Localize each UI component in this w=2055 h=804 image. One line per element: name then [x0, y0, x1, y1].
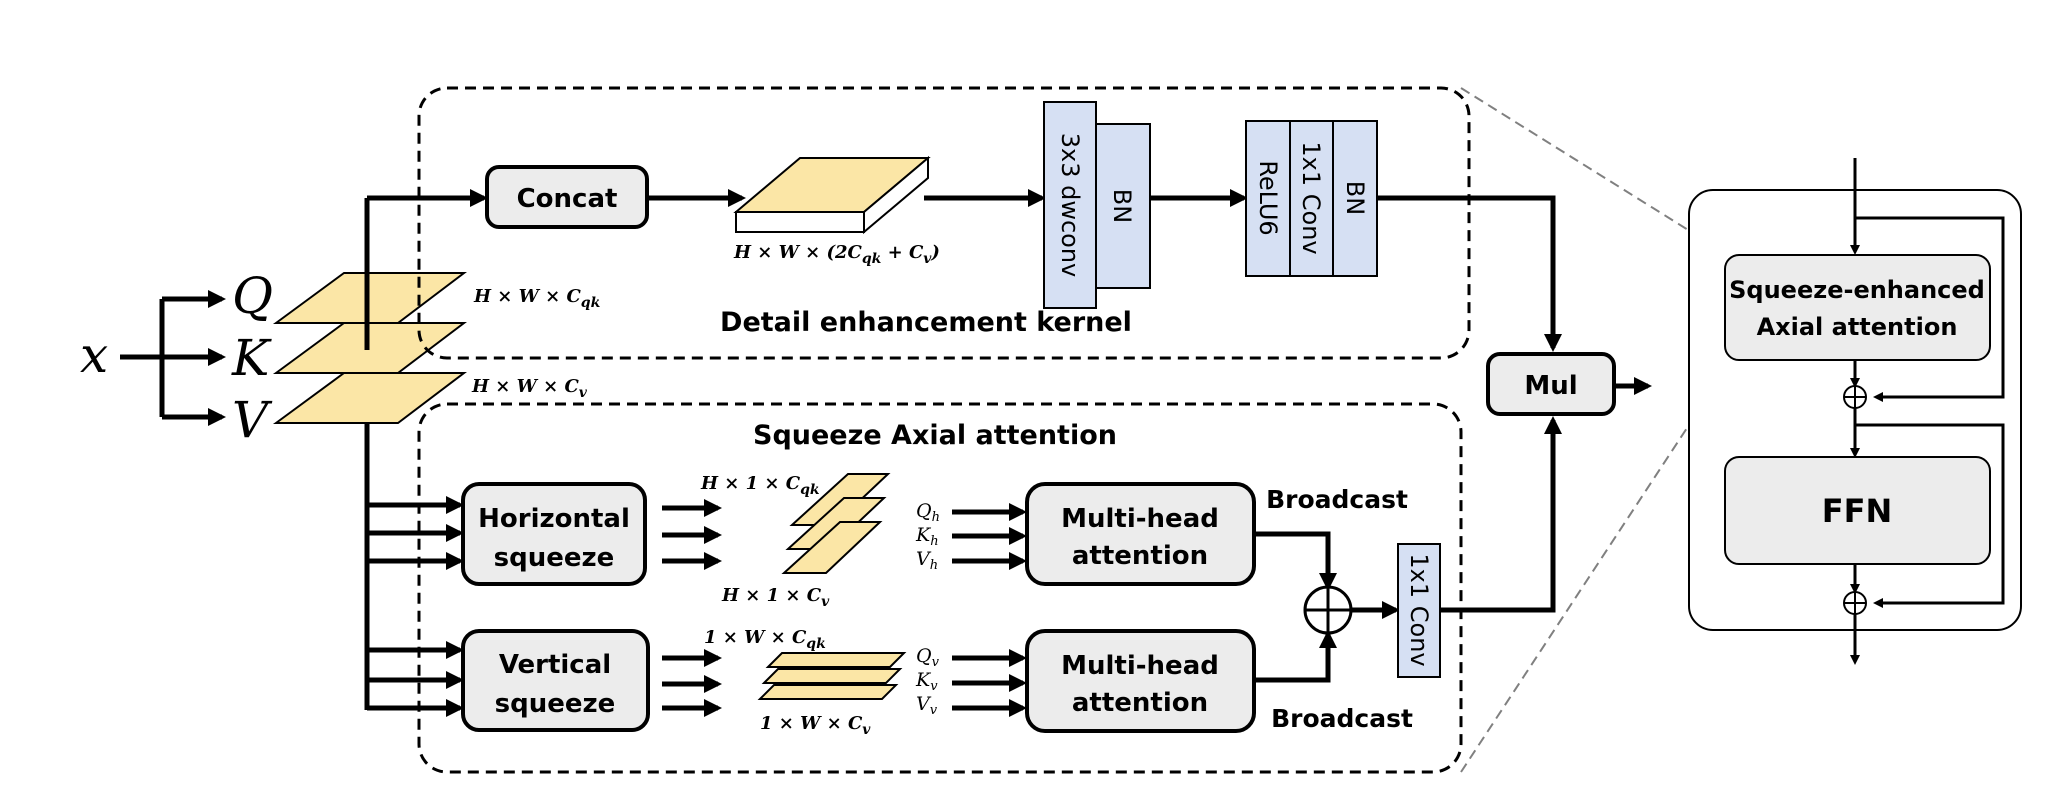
svg-text:Vh: Vh — [916, 548, 938, 573]
dim-v-v: 1 × W × Cv — [760, 713, 871, 738]
svg-text:H × W × (2Cqk + Cv): H × W × (2Cqk + Cv) — [733, 242, 940, 267]
dim-h-qk: H × 1 × Cqk — [700, 473, 820, 498]
conv1x1-label: 1x1 Conv — [1297, 141, 1325, 254]
relu6-label: ReLU6 — [1254, 160, 1282, 235]
dim-h-v: H × 1 × Cv — [721, 585, 830, 610]
v-plate-q — [765, 652, 907, 668]
broadcast-top-label: Broadcast — [1266, 485, 1408, 514]
q-plate — [272, 272, 467, 324]
residual-2-path — [1855, 423, 2005, 608]
vertical-squeeze-label-2: squeeze — [495, 689, 616, 719]
mha-vertical-label-2: attention — [1072, 688, 1208, 718]
ffn-label: FFN — [1822, 492, 1893, 530]
svg-text:H × W × Cv: H × W × Cv — [471, 376, 588, 401]
arrow-detail-to-mul — [1377, 195, 1562, 352]
k-label: K — [231, 329, 272, 387]
sea-block-label-2: Axial attention — [1757, 313, 1958, 341]
k-plate — [272, 322, 467, 374]
concat-label: Concat — [517, 184, 618, 214]
zoom-line-bottom — [1460, 357, 1734, 773]
bn1-box — [1093, 123, 1151, 289]
detail-kernel-title: Detail enhancement kernel — [720, 307, 1132, 338]
add-operator-icon — [1303, 585, 1353, 635]
svg-text:Vv: Vv — [916, 693, 938, 718]
mha-horizontal-label-2: attention — [1072, 541, 1208, 571]
residual-1-path — [1855, 216, 2005, 402]
q-label: Q — [232, 267, 273, 325]
v-label: V — [232, 391, 273, 449]
svg-text:1 × W × Cv: 1 × W × Cv — [760, 713, 871, 738]
axial-conv1x1-label: 1x1 Conv — [1405, 553, 1433, 666]
h-plate-v — [781, 521, 883, 574]
residual-add-1-icon — [1843, 385, 1867, 409]
v-plate — [272, 372, 467, 424]
qkv-h-labels: Qh Kh Vh — [915, 500, 940, 573]
bn1-label: BN — [1108, 189, 1136, 223]
zoom-line-top — [1460, 87, 1734, 259]
svg-text:1 × W × Cqk: 1 × W × Cqk — [704, 627, 826, 652]
horizontal-squeeze-label-2: squeeze — [494, 543, 615, 573]
relu6-box — [1245, 120, 1291, 277]
v-plate-v — [757, 684, 899, 700]
svg-text:H × 1 × Cqk: H × 1 × Cqk — [700, 473, 820, 498]
horizontal-squeeze-box — [461, 482, 647, 586]
ffn-box — [1724, 456, 1991, 565]
horizontal-squeeze-label-1: Horizontal — [478, 504, 630, 534]
svg-text:Qv: Qv — [916, 645, 940, 670]
dim-v: H × W × Cv — [471, 376, 588, 401]
svg-text:H × W × Cqk: H × W × Cqk — [473, 286, 601, 311]
svg-text:H × 1 × Cv: H × 1 × Cv — [721, 585, 830, 610]
sea-block-box — [1724, 254, 1991, 361]
mha-vertical-label-1: Multi-head — [1061, 651, 1219, 681]
detail-kernel-frame — [417, 86, 1471, 360]
dim-qk: H × W × Cqk — [473, 286, 601, 311]
axial-attention-frame — [417, 402, 1463, 774]
mul-label: Mul — [1524, 371, 1577, 401]
dwconv-label: 3x3 dwconv — [1056, 133, 1084, 278]
broadcast-bottom-path — [1254, 630, 1337, 683]
concat-feature-block — [733, 155, 931, 235]
arrow-axial-to-mul — [1440, 416, 1562, 613]
v-plate-k — [761, 668, 903, 684]
broadcast-bottom-label: Broadcast — [1271, 704, 1413, 733]
mha-horizontal-label-1: Multi-head — [1061, 504, 1219, 534]
bn2-label: BN — [1341, 181, 1369, 215]
axial-attention-title: Squeeze Axial attention — [753, 420, 1117, 451]
dim-v-qk: 1 × W × Cqk — [704, 627, 826, 652]
residual-add-2-icon — [1843, 591, 1867, 615]
vertical-squeeze-box — [461, 629, 650, 732]
sea-block-label-1: Squeeze-enhanced — [1729, 276, 1985, 304]
qkv-v-labels: Qv Kv Vv — [915, 645, 940, 718]
svg-text:Kv: Kv — [915, 669, 938, 694]
dwconv-box — [1043, 101, 1097, 309]
svg-text:Kh: Kh — [915, 524, 939, 549]
input-x-label: x — [80, 326, 108, 384]
broadcast-top-path — [1254, 531, 1337, 591]
svg-text:Qh: Qh — [916, 500, 940, 525]
dim-concat-out: H × W × (2Cqk + Cv) — [733, 242, 940, 267]
vertical-squeeze-label-1: Vertical — [499, 650, 611, 680]
